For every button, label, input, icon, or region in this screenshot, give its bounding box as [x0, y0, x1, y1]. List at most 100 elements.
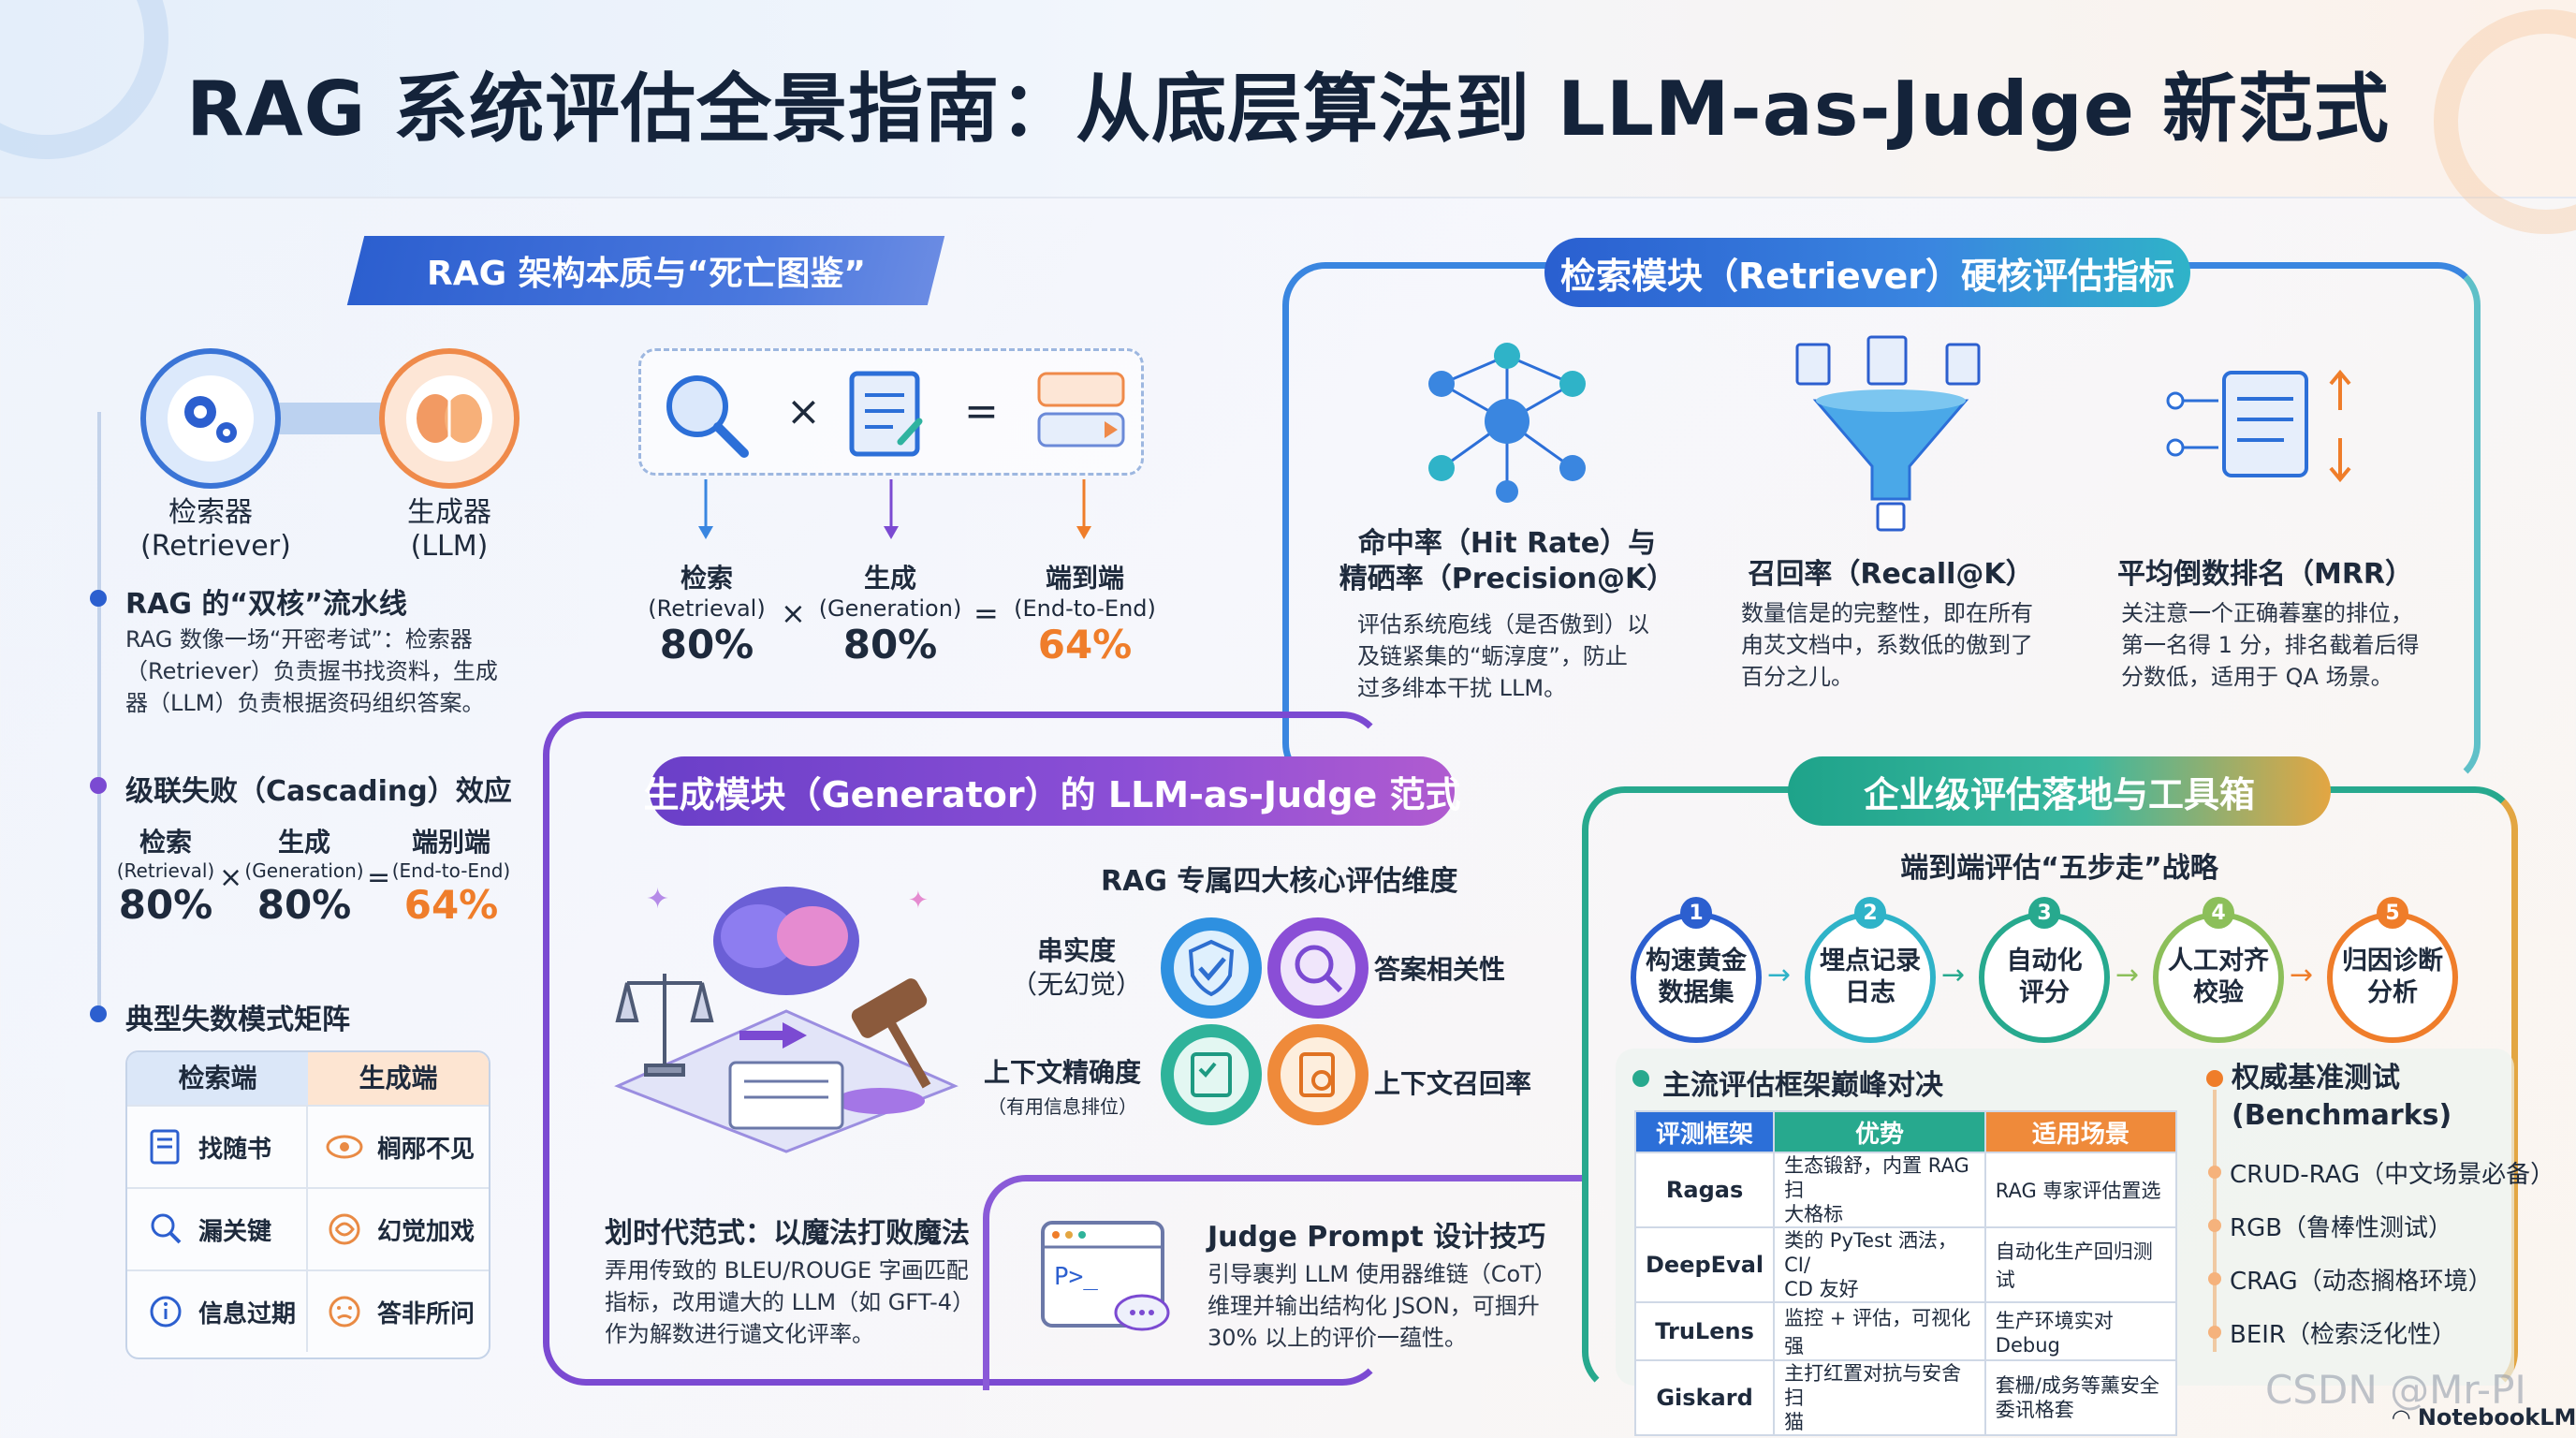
step-number: 1	[1680, 897, 1712, 929]
architecture-header: RAG 架构本质与“死亡图鉴”	[346, 236, 945, 305]
matrix-row: 漏关键 幻觉加戏	[127, 1187, 489, 1269]
matrix-header-generation: 生成端	[308, 1052, 489, 1105]
paradigm-desc: 弄用传致的 BLEU/ROUGE 字画匹配 指标，改用谴大的 LLM（如 GFT…	[605, 1257, 975, 1347]
bullet-dot	[2208, 1272, 2221, 1285]
generator-frame	[543, 712, 1385, 1386]
bullet-dot	[2208, 1219, 2221, 1232]
title-bar	[0, 0, 2576, 198]
info-icon	[150, 1296, 182, 1328]
arrow-icon: →	[1767, 959, 1792, 991]
judge-title: Judge Prompt 设计技巧	[1208, 1221, 1546, 1254]
cascade-title: 级联失败（Cascading）效应	[125, 775, 512, 808]
metric-mrr-desc: 关注意一个正确萶塞的排位， 第一名得 1 分，排名截着后得 分数低，适用于 QA…	[2121, 600, 2420, 690]
magnifier-icon	[151, 1213, 182, 1244]
svg-text:✦: ✦	[646, 883, 669, 916]
metric-mrr-title: 平均倒数排名（MRR）	[2116, 558, 2414, 591]
metric-recall-title: 召回率（Recall@K）	[1748, 558, 2034, 591]
failure-matrix: 检索端 生成端 找随书 榈邴不见 漏关键 幻觉加戏 信息过期 答非所问	[125, 1050, 490, 1359]
shield-check-icon	[1161, 917, 1262, 1019]
retriever-label: 检索器 (Retriever)	[140, 496, 291, 563]
judge-frame	[983, 1175, 1582, 1390]
frameworks-title: 主流评估框架巅峰对决	[1662, 1069, 1943, 1102]
dim-context-precision: 上下文精确度 （有用信息排位）	[983, 1057, 1141, 1118]
timeline-line	[97, 412, 101, 1011]
dim-answer-relevance: 答案相关性	[1374, 954, 1506, 985]
search-icon	[666, 375, 749, 458]
benchmark-item: BEIR（检索泛化性）	[2230, 1321, 2456, 1349]
steps-title: 端到端评估“五步走”战略	[1900, 852, 2218, 885]
svg-text:×: ×	[786, 388, 821, 435]
five-steps: 构速黄金数据集 1 → 埋点记录日志 2 → 自动化评分 3 → 人工对齐校验 …	[1631, 897, 2473, 1056]
step-3: 自动化评分	[1979, 912, 2110, 1043]
bullet-dot	[2206, 1070, 2223, 1087]
formula-icons: × =	[666, 371, 1125, 458]
formula-generation: 生成 (Generation) 80%	[818, 563, 962, 668]
arrow-icon: →	[2115, 959, 2140, 991]
gavel-icon	[835, 978, 931, 1114]
step-number: 4	[2203, 897, 2234, 929]
table-row: Giskard 主打红置对抗与安舍扫猫 套栅/成务等薰安全委讯格套	[1633, 1359, 2178, 1436]
brain-icon	[713, 887, 859, 995]
equals-sign: =	[367, 861, 391, 894]
col-framework: 评测框架	[1633, 1110, 1776, 1153]
metric-hit-rate-title: 命中率（Hit Rate）与 精硒率（Precision@K）	[1339, 527, 1676, 595]
step-2: 埋点记录日志	[1805, 912, 1936, 1043]
step-number: 2	[1854, 897, 1886, 929]
bullet-dot	[90, 777, 107, 794]
confused-face-icon	[329, 1296, 360, 1328]
svg-text:=: =	[964, 388, 999, 435]
formula-retrieval: 检索 (Retrieval) 80%	[648, 563, 766, 668]
prompt-window-icon: P>_	[1041, 1221, 1170, 1331]
table-row: Ragas 生态锻舒，内置 RAG 扫大格标 RAG 専家评估置选	[1633, 1152, 2178, 1228]
bullet-dot	[2208, 1326, 2221, 1339]
document-icon	[728, 1061, 844, 1130]
retriever-header: 检索模块（Retriever）硬核评估指标	[1544, 238, 2190, 307]
dim-context-recall: 上下文召回率	[1374, 1068, 1532, 1099]
formula-end-to-end: 端到端 (End-to-End) 64%	[1014, 563, 1156, 668]
dual-core-title: RAG 的“双核”流水线	[125, 588, 407, 621]
frameworks-table: 评测框架 优势 适用场景 Ragas 生态锻舒，内置 RAG 扫大格标 RAG …	[1633, 1110, 2178, 1436]
judge-desc: 引导裹判 LLM 使用器维链（CoT） 维理并输出结构化 JSON，可掴升 30…	[1208, 1261, 1557, 1351]
bench-title: 权威基准测试 (Benchmarks)	[2232, 1062, 2452, 1132]
col-scene: 适用场景	[1983, 1110, 2178, 1153]
brain-icon	[417, 394, 482, 443]
bullet-dot	[2208, 1166, 2221, 1179]
eye-icon	[326, 1135, 363, 1159]
arrow-icon: →	[1941, 959, 1966, 991]
matrix-title: 典型失数模式矩阵	[125, 1004, 350, 1036]
bullet-dot	[90, 590, 107, 607]
context-precision-icon	[1161, 1024, 1262, 1125]
matrix-row: 信息过期 答非所问	[127, 1269, 489, 1352]
dual-core-diagram	[140, 348, 520, 489]
step-1: 构速黄金数据集	[1631, 912, 1762, 1043]
ranking-icon	[2166, 369, 2351, 483]
dims-title: RAG 专属四大核心评估维度	[1101, 865, 1458, 898]
enterprise-header: 企业级评估落地与工具箱	[1788, 756, 2331, 826]
matrix-header-retrieval: 检索端	[127, 1052, 308, 1105]
step-4: 人工对齐校验	[2153, 912, 2284, 1043]
bullet-dot	[90, 1005, 107, 1022]
llm-judge-illustration: ✦ ✦	[614, 883, 959, 1153]
watermark: CSDN @Mr-PI	[2265, 1367, 2526, 1413]
cascade-retrieval: 检索 (Retrieval) 80%	[116, 827, 215, 928]
equals-sign: =	[973, 595, 999, 631]
step-5: 归因诊断分析	[2327, 912, 2458, 1043]
arrow-icon: →	[2290, 959, 2314, 991]
generator-label: 生成器 (LLM)	[407, 496, 491, 563]
bullet-dot	[1632, 1070, 1649, 1087]
brand-label: ◠ NotebookLM	[2393, 1404, 2576, 1431]
benchmark-item: RGB（鲁棒性测试）	[2230, 1214, 2453, 1242]
formula-arrows	[698, 479, 1091, 539]
target-search-icon	[1267, 917, 1368, 1019]
svg-text:✦: ✦	[908, 887, 929, 915]
step-number: 5	[2377, 897, 2408, 929]
dim-faithfulness: 串实度 （无幻觉）	[1010, 935, 1142, 1000]
metric-hit-rate-desc: 评估系统庖线（是否傲到）以 及链紧集的“蛎淳度”，防止 过多绯本干扰 LLM。	[1357, 611, 1649, 701]
step-number: 3	[2028, 897, 2060, 929]
dual-core-desc: RAG 数像一场“开密考试”：检索器 （Retriever）负责握书找资料，生成…	[125, 626, 498, 716]
funnel-icon	[1795, 335, 1981, 532]
page-title: RAG 系统评估全景指南：从底层算法到 LLM-as-Judge 新范式	[186, 66, 2390, 153]
benchmark-item: CRAG（动态搁格环境）	[2230, 1268, 2493, 1296]
times-sign: ×	[781, 595, 806, 631]
paradigm-title: 划时代范式：以魔法打败魔法	[605, 1217, 970, 1250]
